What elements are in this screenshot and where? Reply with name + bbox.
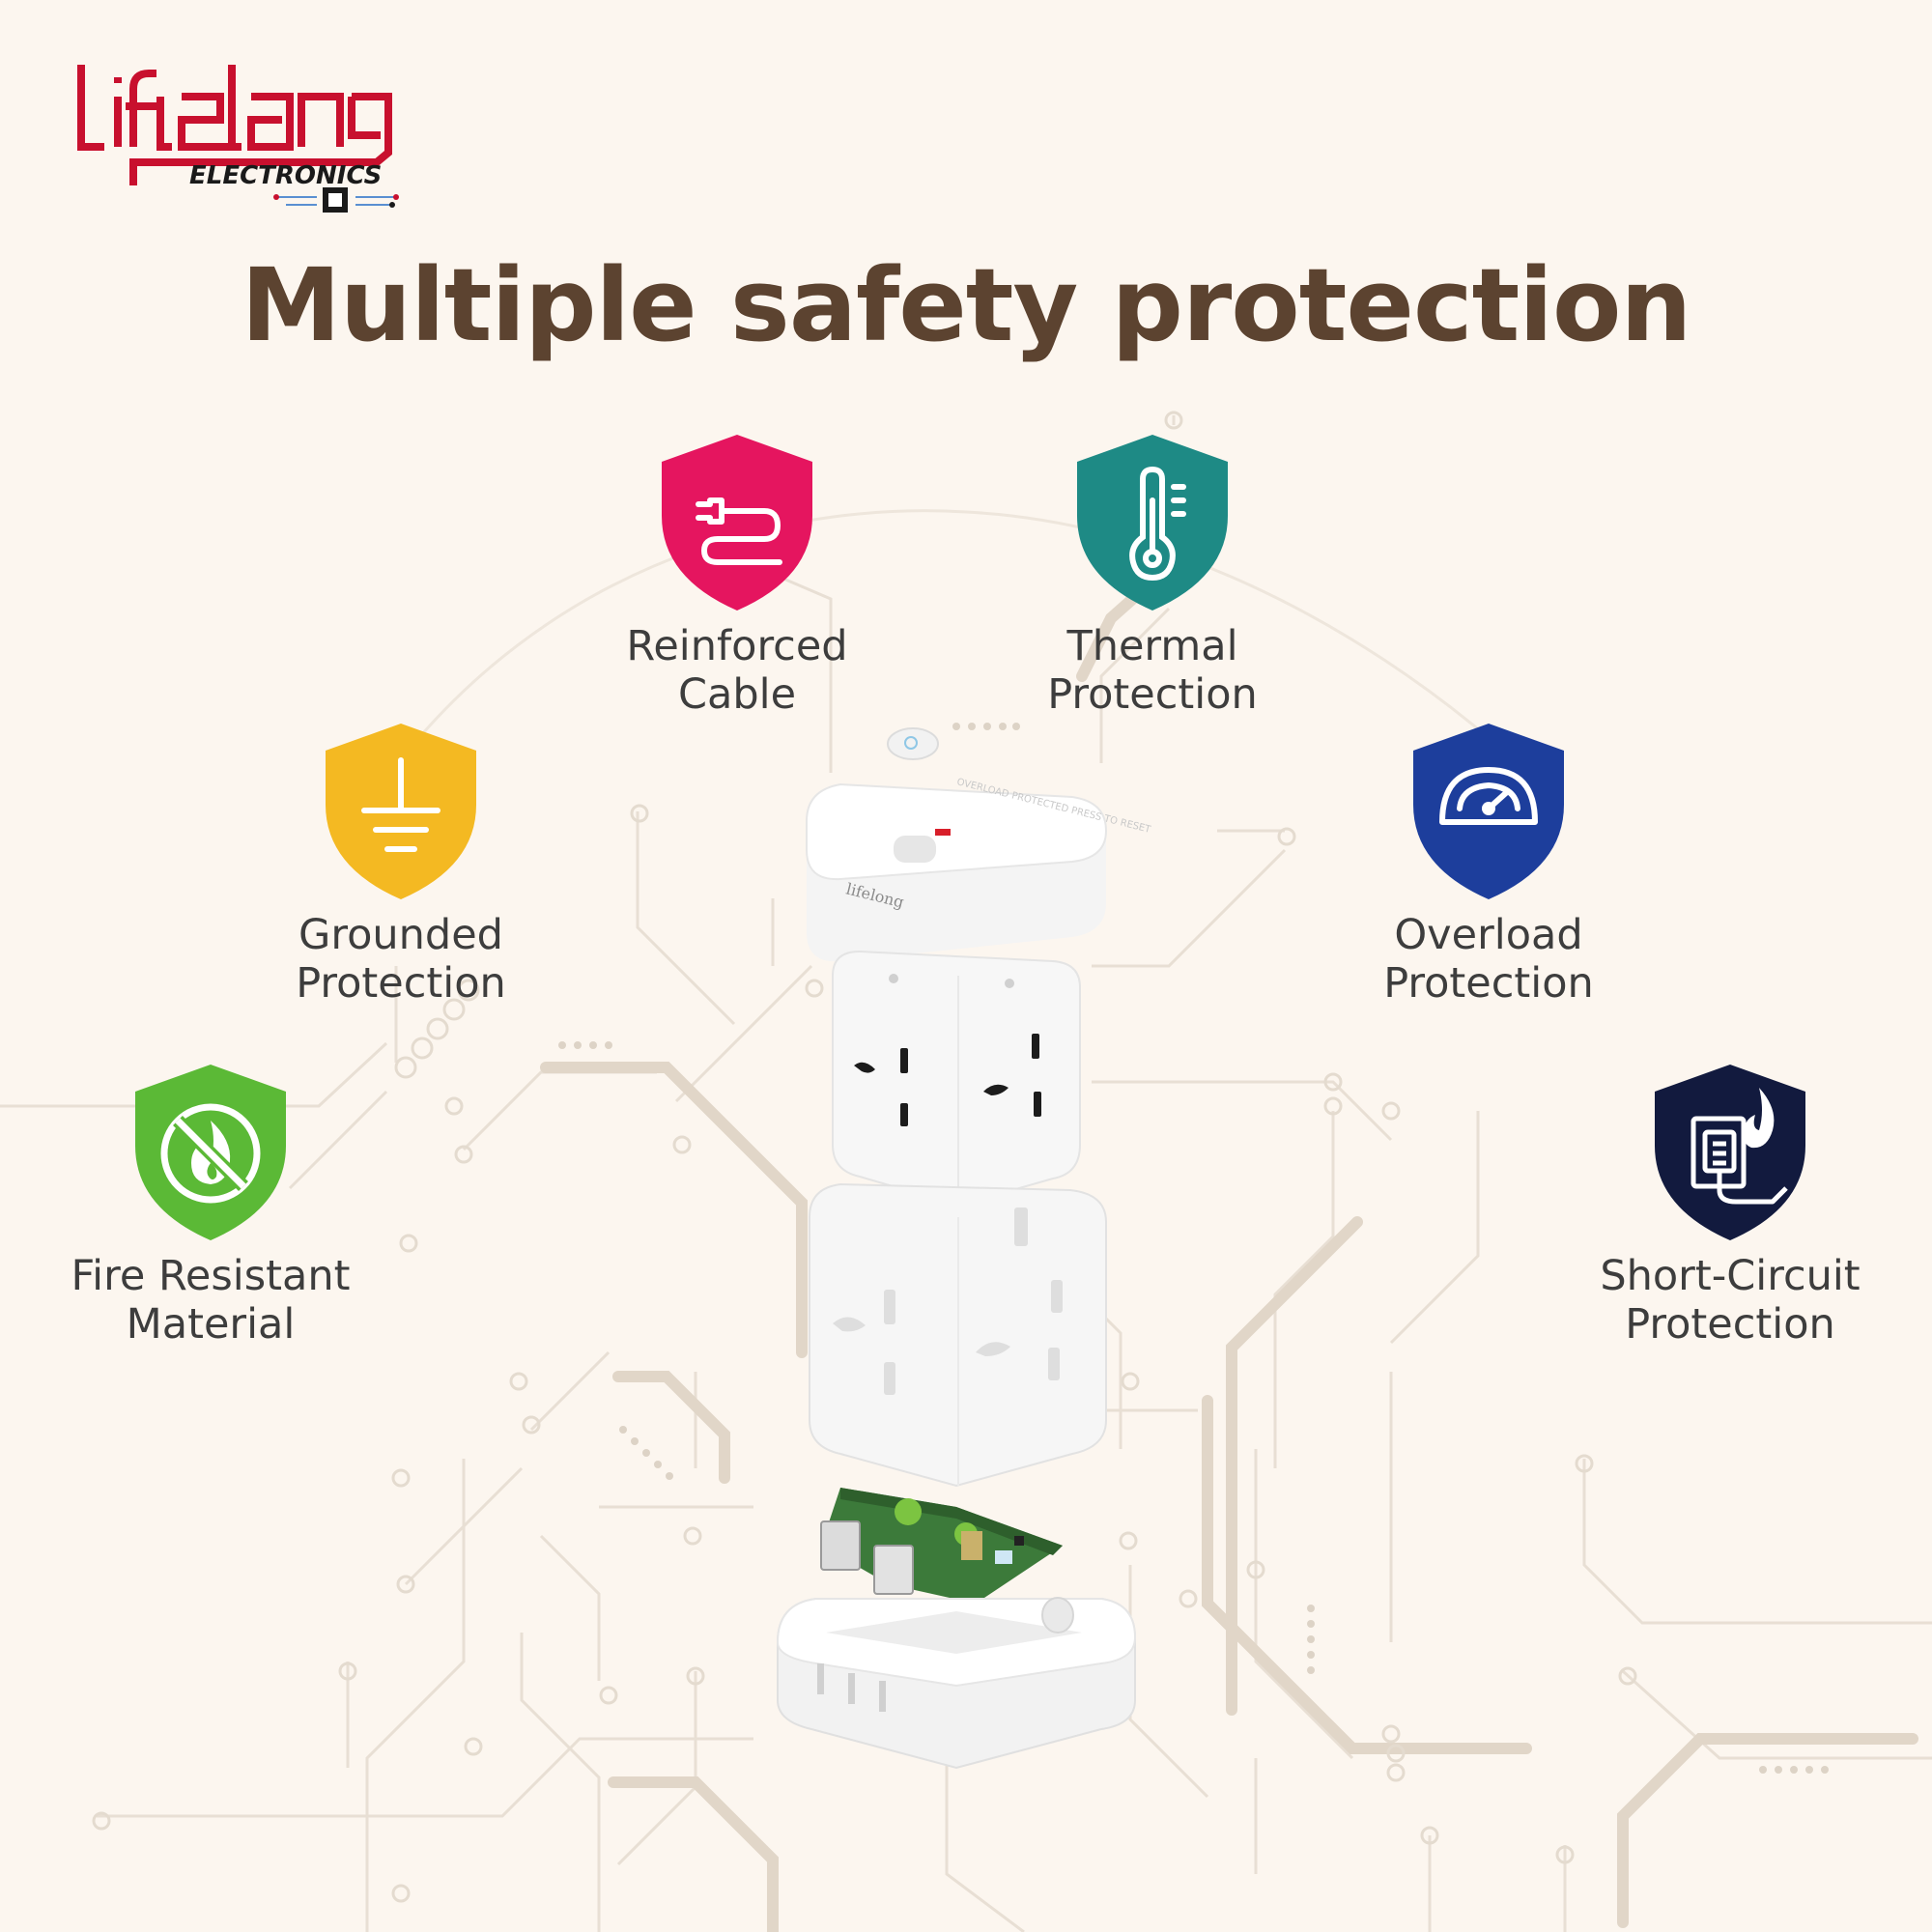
- feature-label: Short-Circuit Protection: [1600, 1252, 1861, 1349]
- upper-socket-module: [832, 950, 1081, 1208]
- page-title: Multiple safety protection: [241, 246, 1692, 364]
- thermometer-icon: [1077, 435, 1228, 611]
- no-fire-icon: [135, 1065, 286, 1240]
- feature-short-circuit: Short-Circuit Protection: [1537, 1063, 1923, 1349]
- feature-overload-protection: Overload Protection: [1295, 722, 1682, 1008]
- feature-label: Reinforced Cable: [626, 622, 848, 719]
- feature-thermal-protection: Thermal Protection: [959, 433, 1346, 719]
- lower-shell: [809, 1182, 1107, 1488]
- top-lid: OVERLOAD PROTECTED PRESS TO RESET lifelo…: [806, 777, 1152, 962]
- lifelong-logo-mark: ELECTRONICS: [77, 65, 399, 213]
- feature-label: Grounded Protection: [296, 911, 506, 1008]
- feature-label: Overload Protection: [1383, 911, 1594, 1008]
- gauge-icon: [1413, 724, 1564, 899]
- feature-fire-resistant: Fire Resistant Material: [17, 1063, 404, 1349]
- feature-label: Thermal Protection: [1047, 622, 1258, 719]
- circuit-board: [820, 1488, 1063, 1604]
- cable-plug-icon: [662, 435, 812, 611]
- ground-icon: [326, 724, 476, 899]
- brand-logo: ELECTRONICS: [75, 60, 462, 219]
- feature-reinforced-cable: Reinforced Cable: [544, 433, 930, 719]
- plug-flame-icon: [1655, 1065, 1805, 1240]
- logo-subtitle: ELECTRONICS: [189, 161, 382, 190]
- feature-grounded-protection: Grounded Protection: [208, 722, 594, 1008]
- base-plate: [776, 1597, 1137, 1770]
- reset-button-cap: [887, 727, 939, 760]
- feature-label: Fire Resistant Material: [71, 1252, 351, 1349]
